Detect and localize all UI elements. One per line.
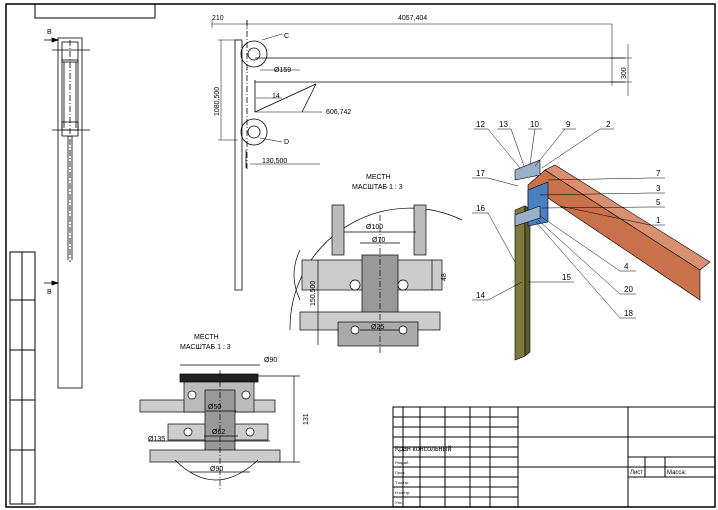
detail-d-section	[139, 364, 300, 490]
side-view	[44, 37, 90, 389]
balloon-13: 13	[499, 120, 508, 129]
dim-150: 150,500	[310, 281, 317, 306]
dim-606: 606,742	[326, 109, 351, 116]
balloon-leaders	[472, 128, 665, 319]
section-mark-top: B	[47, 29, 52, 36]
balloon-20: 20	[624, 285, 633, 294]
sheet-border	[5, 3, 716, 508]
section-mark-bottom: B	[47, 289, 52, 296]
balloon-3: 3	[656, 184, 661, 193]
dim-131: 131	[303, 413, 310, 425]
balloon-7: 7	[656, 169, 661, 178]
mass-label: Масса:	[667, 470, 687, 476]
dim-phi90-top: Ø90	[264, 357, 277, 364]
dim-130: 130,500	[262, 158, 287, 165]
top-stamp-box	[34, 4, 156, 19]
detail-c-scale: МАСШТАБ 1 : 3	[352, 184, 403, 191]
row-norm-control: Н.контр.	[395, 490, 410, 495]
left-stamp-strip	[9, 251, 36, 505]
balloon-12: 12	[476, 120, 485, 129]
balloon-17: 17	[476, 169, 485, 178]
balloon-1: 1	[656, 216, 661, 225]
balloon-2: 2	[606, 120, 611, 129]
dim-300: 300	[621, 67, 628, 79]
balloon-labels: 12 13 10 9 2 7 3 5 1 17 16 14 15 4 20 18	[476, 120, 661, 318]
dim-phi70: Ø70	[372, 237, 385, 244]
front-view	[234, 20, 625, 291]
balloon-16: 16	[476, 204, 485, 213]
sheet-label: Лист	[630, 470, 643, 476]
dim-210: 210	[212, 15, 224, 22]
balloon-14: 14	[476, 291, 485, 300]
balloon-5: 5	[656, 198, 661, 207]
row-checker: Пров.	[395, 470, 406, 475]
balloon-15: 15	[562, 273, 571, 282]
detail-c-section	[289, 204, 463, 355]
detail-c-title: МЕСТН	[366, 174, 391, 181]
dim-phi159: Ø159	[274, 67, 291, 74]
detail-mark-d: D	[284, 139, 289, 146]
dim-14: 14	[272, 93, 280, 100]
detail-d-scale: МАСШТАБ 1 : 3	[180, 344, 231, 351]
detail-d-title: МЕСТН	[194, 334, 219, 341]
isometric-view	[514, 159, 711, 361]
title-name: Кран консольный	[395, 445, 452, 453]
dim-phi90-bottom: Ø90	[210, 466, 223, 473]
row-developer: Разраб.	[395, 460, 409, 465]
row-approved: Утв.	[395, 500, 403, 505]
dim-4057: 4057,404	[398, 15, 427, 22]
row-tech-control: Т.контр.	[395, 480, 410, 485]
front-view-dim-lines	[211, 20, 632, 165]
detail-mark-c: C	[284, 33, 289, 40]
iso-beam	[527, 169, 701, 301]
dim-phi25: Ø25	[371, 324, 384, 331]
title-block	[392, 406, 716, 508]
balloon-4: 4	[624, 262, 629, 271]
balloon-18: 18	[624, 309, 633, 318]
dim-1080: 1080,500	[214, 87, 221, 116]
dim-48: 48	[441, 273, 448, 281]
title-block-rows: Разраб. Пров. Т.контр. Н.контр. Утв.	[395, 460, 410, 505]
dim-phi100: Ø100	[366, 224, 383, 231]
dim-phi50: Ø50	[208, 404, 221, 411]
balloon-10: 10	[530, 120, 539, 129]
balloon-9: 9	[566, 120, 571, 129]
dim-phi135: Ø135	[148, 436, 165, 443]
dim-phi62: Ø62	[212, 429, 225, 436]
